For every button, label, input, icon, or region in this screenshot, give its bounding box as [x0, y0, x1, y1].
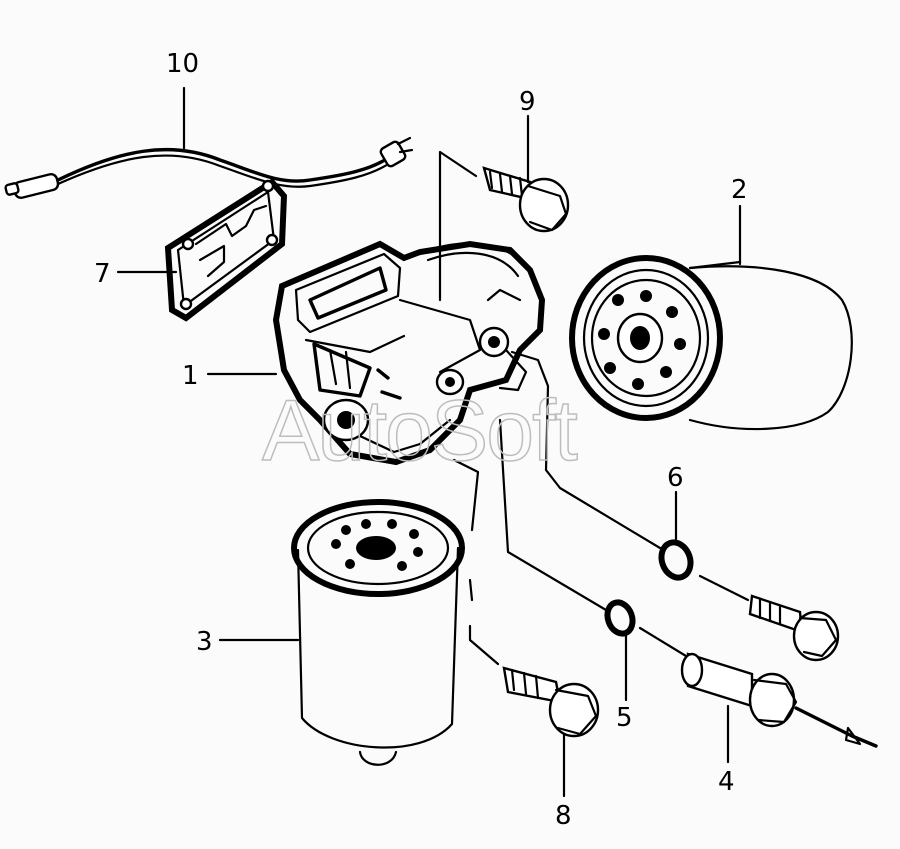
part-1-filter-head	[272, 240, 546, 466]
callout-2: 2	[731, 175, 748, 205]
callout-3: 3	[196, 627, 213, 657]
leader-lines	[116, 86, 742, 798]
callout-5: 5	[616, 703, 633, 733]
part-5-washer	[604, 599, 636, 637]
callout-4: 4	[718, 767, 735, 797]
part-7-gasket	[164, 178, 288, 322]
callout-10: 10	[166, 49, 199, 79]
callout-8: 8	[555, 801, 572, 831]
callout-labels: 1 2 3 4 5 6 7 8 9 10	[94, 49, 748, 831]
part-8-bolt	[502, 666, 600, 738]
part-6-washer	[658, 539, 694, 581]
callout-7: 7	[94, 259, 111, 289]
part-10-sensor-wire	[4, 136, 414, 200]
banjo-bolt-upper	[748, 594, 840, 662]
part-2-filter-cartridge	[569, 255, 853, 431]
assembly-lines	[438, 150, 750, 666]
part-4-fitting	[680, 652, 878, 748]
part-9-bolt	[482, 166, 570, 233]
callout-1: 1	[182, 361, 199, 391]
callout-6: 6	[667, 463, 684, 493]
callout-9: 9	[519, 87, 536, 117]
watermark-text: AutoSoft	[262, 383, 578, 479]
part-3-filter-cartridge	[291, 499, 465, 766]
